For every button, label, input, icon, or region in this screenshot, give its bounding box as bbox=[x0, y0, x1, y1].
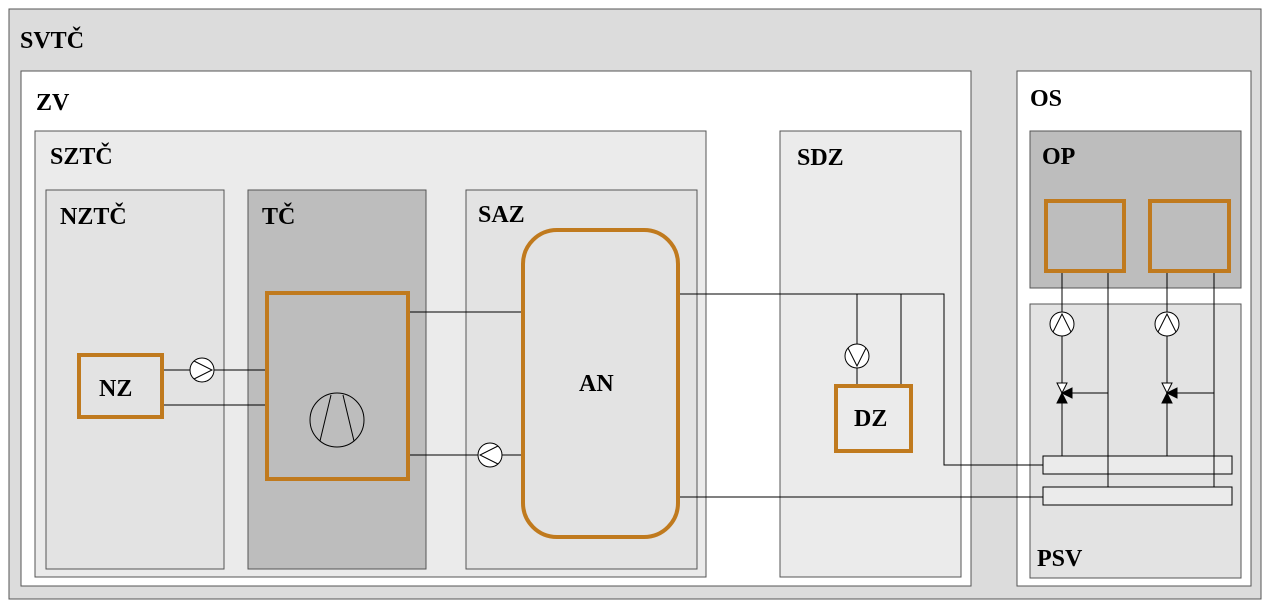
psv-box bbox=[1029, 303, 1242, 579]
pump-icon bbox=[189, 357, 215, 383]
pipe-an-supply bbox=[678, 293, 1043, 466]
saz-label: SAZ bbox=[478, 202, 525, 228]
sdz-label: SDZ bbox=[797, 145, 844, 171]
dz-box bbox=[834, 384, 913, 453]
tc-box bbox=[247, 189, 427, 570]
nz-label: NZ bbox=[99, 376, 132, 402]
pump-icon bbox=[1049, 311, 1075, 337]
sztc-label: SZTČ bbox=[50, 143, 113, 170]
nz-box bbox=[77, 353, 164, 419]
pump-icon bbox=[844, 343, 870, 369]
saz-box bbox=[465, 189, 698, 570]
compressor-icon bbox=[309, 392, 365, 448]
distributor-top bbox=[1042, 455, 1233, 475]
op-unit-1 bbox=[1044, 199, 1126, 273]
valve-icon bbox=[1056, 382, 1073, 404]
op-unit-2 bbox=[1148, 199, 1231, 273]
op-box bbox=[1029, 130, 1242, 289]
pump-icon bbox=[1154, 311, 1180, 337]
an-label: AN bbox=[579, 371, 614, 397]
svtc-label: SVTČ bbox=[20, 27, 84, 54]
os-label: OS bbox=[1030, 86, 1062, 112]
tc-unit-box bbox=[265, 291, 410, 481]
dz-label: DZ bbox=[854, 406, 887, 432]
valve-icon bbox=[1161, 382, 1178, 404]
nztc-label: NZTČ bbox=[60, 203, 127, 230]
op-label: OP bbox=[1042, 144, 1075, 170]
distributor-bottom bbox=[1042, 486, 1233, 506]
an-tank bbox=[521, 228, 680, 539]
zv-label: ZV bbox=[36, 90, 70, 116]
pump-icon bbox=[477, 442, 503, 468]
tc-label: TČ bbox=[262, 203, 295, 230]
sdz-box bbox=[779, 130, 962, 578]
psv-label: PSV bbox=[1037, 546, 1083, 572]
